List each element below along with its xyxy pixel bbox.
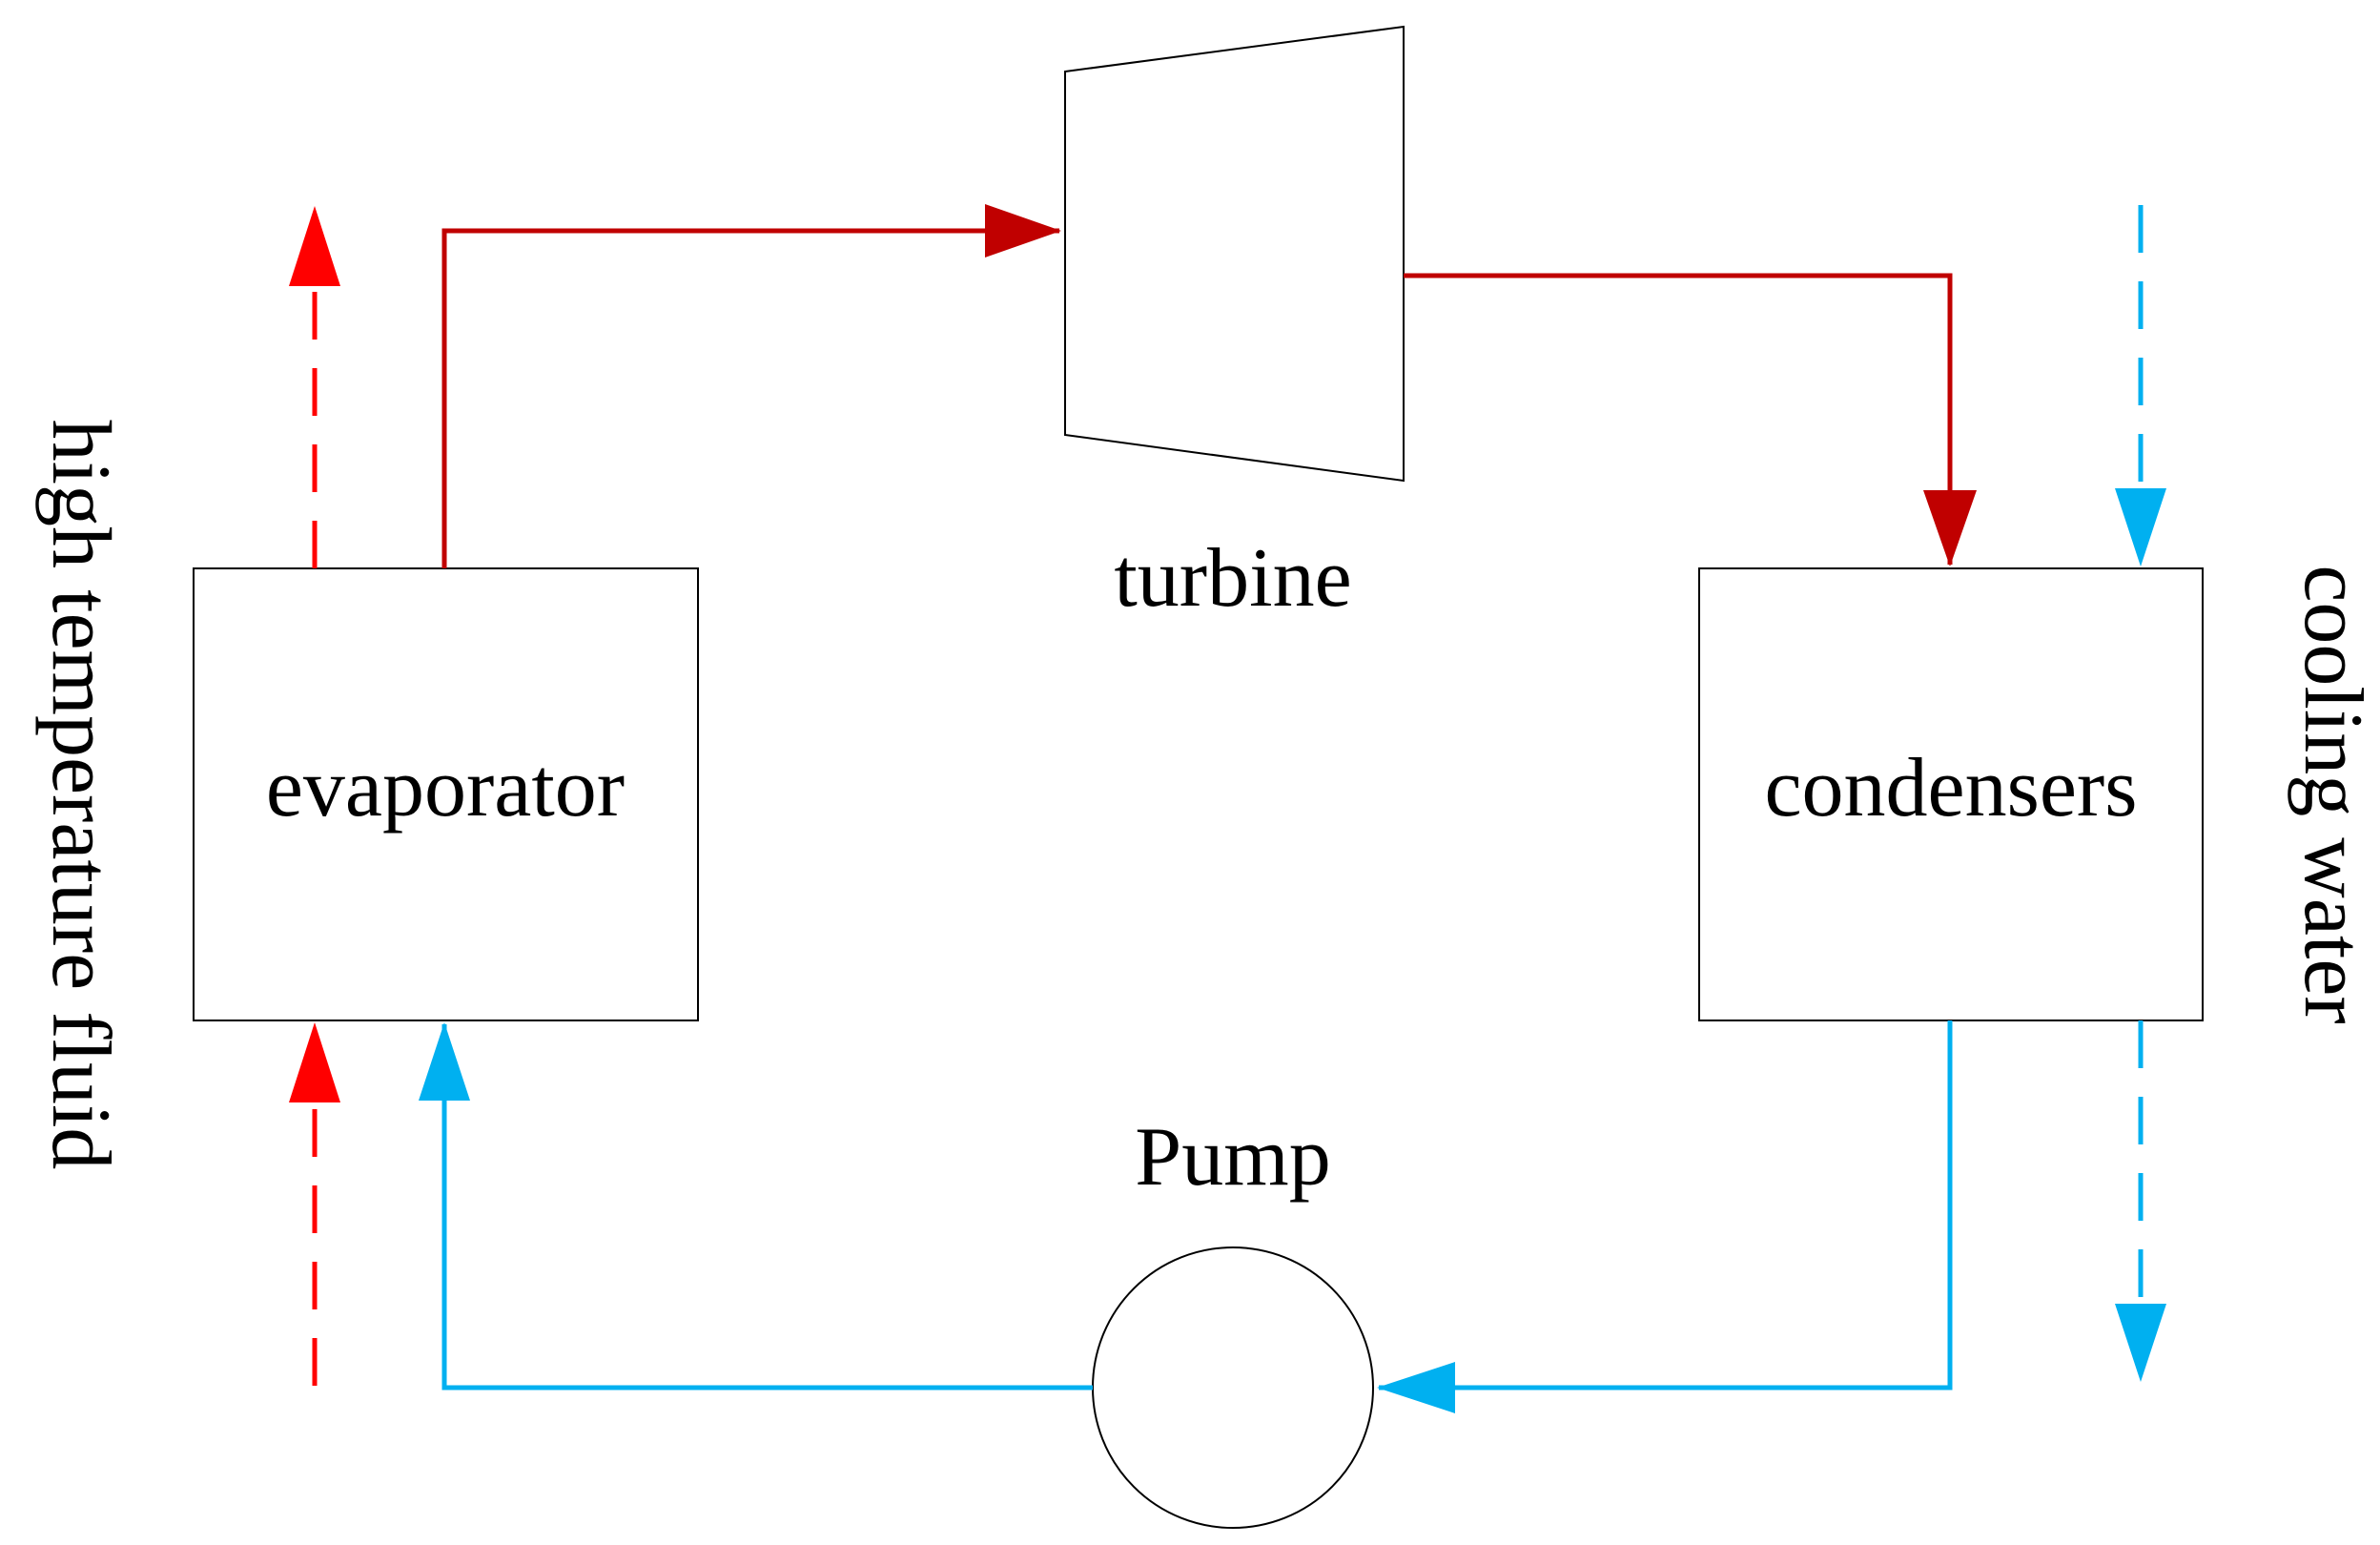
cooling-water-label: cooling water [2287,565,2379,1023]
pump-to-evaporator-line [419,1022,1093,1390]
condensers-to-pump-line [1377,1020,1953,1413]
evaporator-to-turbine-line [441,204,1061,568]
evaporator-label: evaporator [266,742,625,834]
turbine-label: turbine [1114,532,1351,625]
pump-label: Pump [1135,1111,1330,1204]
turbine-to-condensers-line [1404,273,1977,566]
pump-circle [1092,1246,1374,1529]
turbine-shape [1064,25,1405,483]
high-temperature-fluid-label: high temperature fluid [34,420,127,1170]
condensers-label: condensers [1765,742,2138,834]
